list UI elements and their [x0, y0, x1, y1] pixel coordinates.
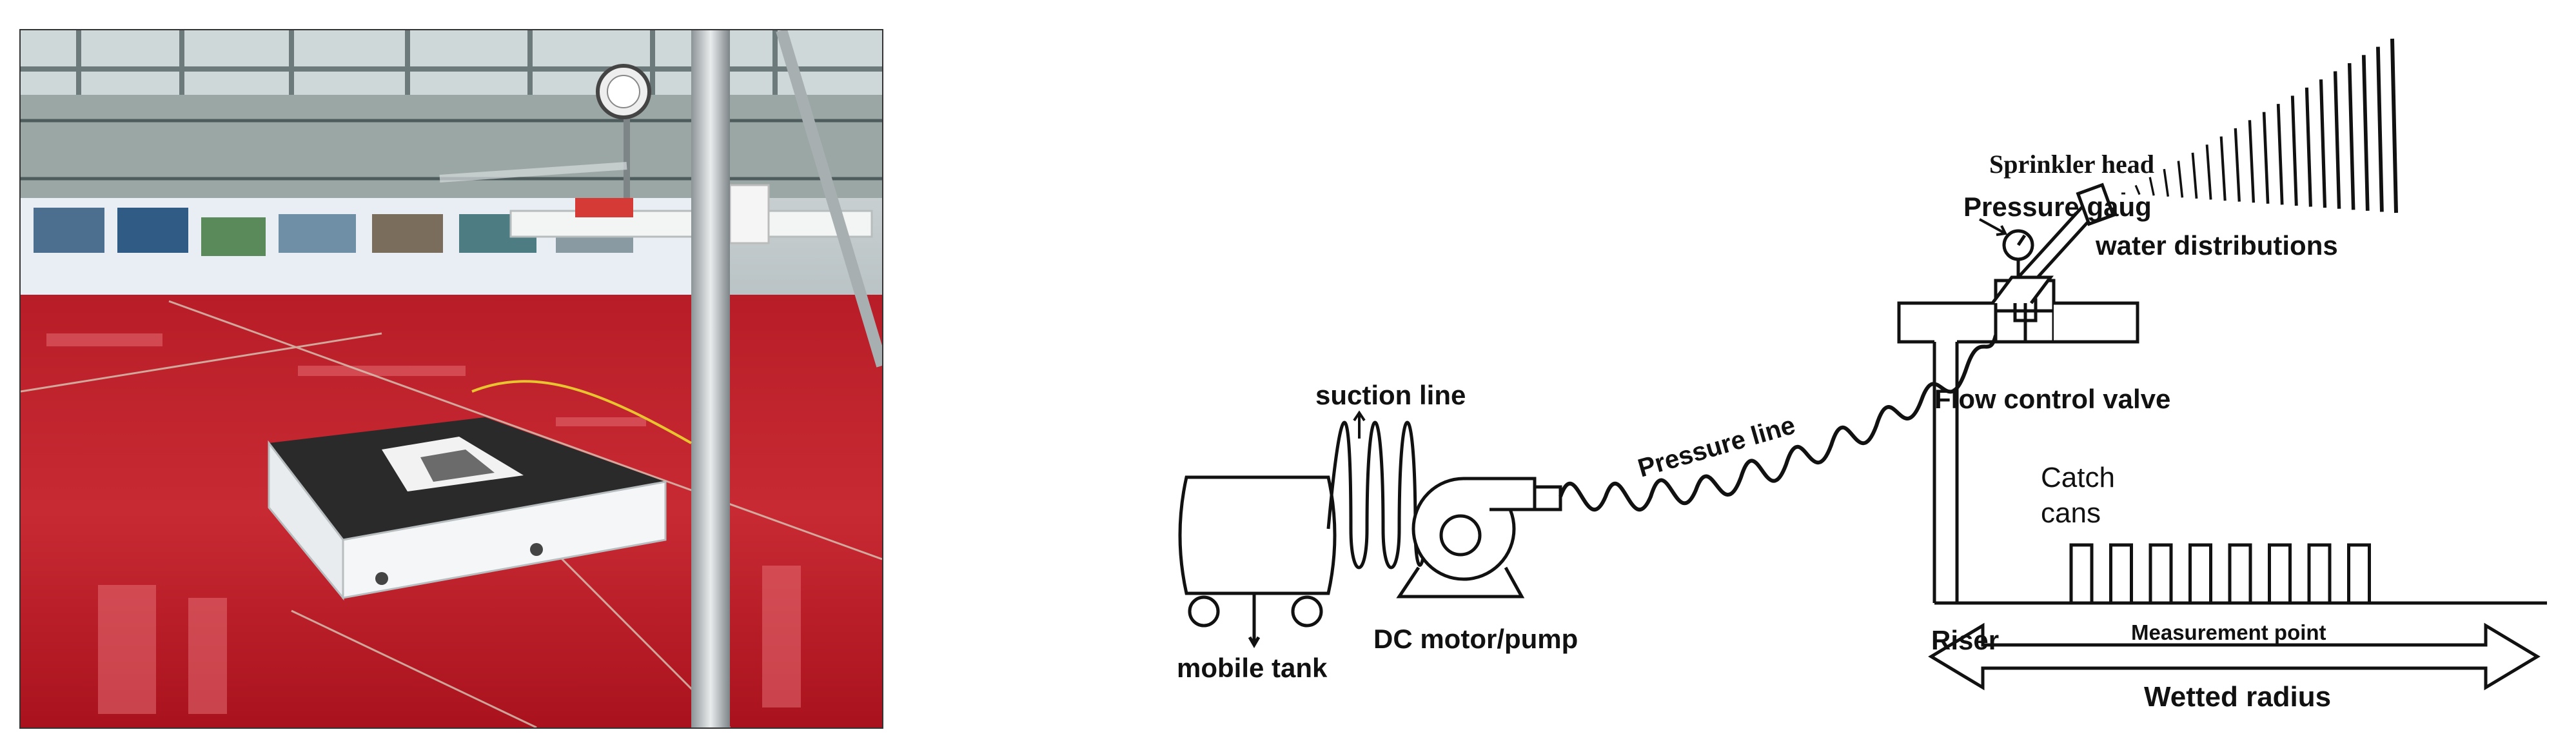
spray-line — [2163, 168, 2170, 197]
mobile-tank-label: mobile tank — [1177, 653, 1328, 683]
spray-line — [2177, 161, 2184, 198]
pressure-line-label: Pressure line — [1635, 411, 1798, 483]
dc-motor-pump — [1396, 477, 1562, 599]
wetted-radius-double-arrow — [1928, 622, 2541, 691]
catch-can — [2268, 543, 2292, 603]
suction-line-arrow — [1353, 410, 1366, 439]
pressure-gauge-arrow — [1979, 218, 2008, 236]
spray-line — [2390, 38, 2398, 213]
spray-line — [2305, 87, 2312, 207]
catch-cans-label-line1: Catch — [2041, 462, 2115, 493]
photo-yellow-cable — [471, 380, 692, 444]
photo-floor-reflections — [46, 333, 801, 714]
tank-wheel-left — [1188, 595, 1220, 628]
spray-line — [2361, 55, 2370, 211]
spray-line — [2219, 136, 2227, 201]
spray-line — [2248, 120, 2256, 203]
photo-riser-pole — [691, 30, 730, 727]
spray-line — [2148, 177, 2155, 196]
catch-can — [2307, 543, 2332, 603]
mobile-tank — [1178, 475, 1337, 648]
suction-line-coil — [1326, 421, 1427, 569]
water-distribution-spray — [2121, 38, 2398, 213]
spray-line — [2191, 152, 2198, 199]
photo-support-beam — [776, 30, 882, 368]
catch-can — [2069, 543, 2094, 603]
photo-banner-panels — [34, 208, 633, 256]
spray-line — [2290, 95, 2298, 206]
spray-line — [2205, 144, 2212, 200]
catch-can — [2148, 543, 2173, 603]
measurement-point-label: Measurement point — [2131, 620, 2326, 644]
catch-cans-label-line2: cans — [2041, 497, 2101, 529]
spray-line — [2333, 71, 2341, 209]
pressure-gauge-label: Pressure gaug — [1963, 192, 2152, 222]
catch-cans-group — [2069, 543, 2371, 603]
sprinkler-head-label: Sprinkler head — [1989, 150, 2154, 179]
spray-line — [2134, 184, 2141, 195]
photo-catch-frame — [268, 417, 667, 601]
catch-can — [2347, 543, 2371, 603]
spray-line — [2276, 104, 2284, 205]
spray-line — [2376, 46, 2384, 212]
wetted-radius-label: Wetted radius — [2144, 681, 2331, 713]
photo-balcony — [21, 95, 882, 198]
experiment-photo — [19, 29, 883, 729]
tank-wheel-right — [1291, 595, 1323, 628]
riser-label: Riser — [1931, 625, 1999, 655]
photo-windows — [21, 30, 882, 95]
dc-motor-pump-label: DC motor/pump — [1373, 624, 1578, 654]
pressure-gauge — [2002, 229, 2034, 281]
sprinkler-head — [1991, 183, 2116, 304]
catch-can — [2109, 543, 2133, 603]
suction-line-label: suction line — [1315, 380, 1466, 410]
photo-window-frames — [21, 30, 882, 95]
spray-line — [2234, 128, 2241, 202]
flow-control-valve-label: Flow control valve — [1934, 384, 2170, 414]
spray-line — [2347, 63, 2355, 210]
spray-line — [2319, 79, 2327, 208]
catch-can — [2228, 543, 2252, 603]
pressure-line-coil — [1558, 335, 1998, 512]
spray-line — [2262, 112, 2270, 204]
catch-can — [2188, 543, 2212, 603]
water-distributions-label: water distributions — [2095, 230, 2338, 261]
sprinkler-system-diagram: Sprinkler head Pressure gaug water distr… — [1096, 0, 2576, 749]
